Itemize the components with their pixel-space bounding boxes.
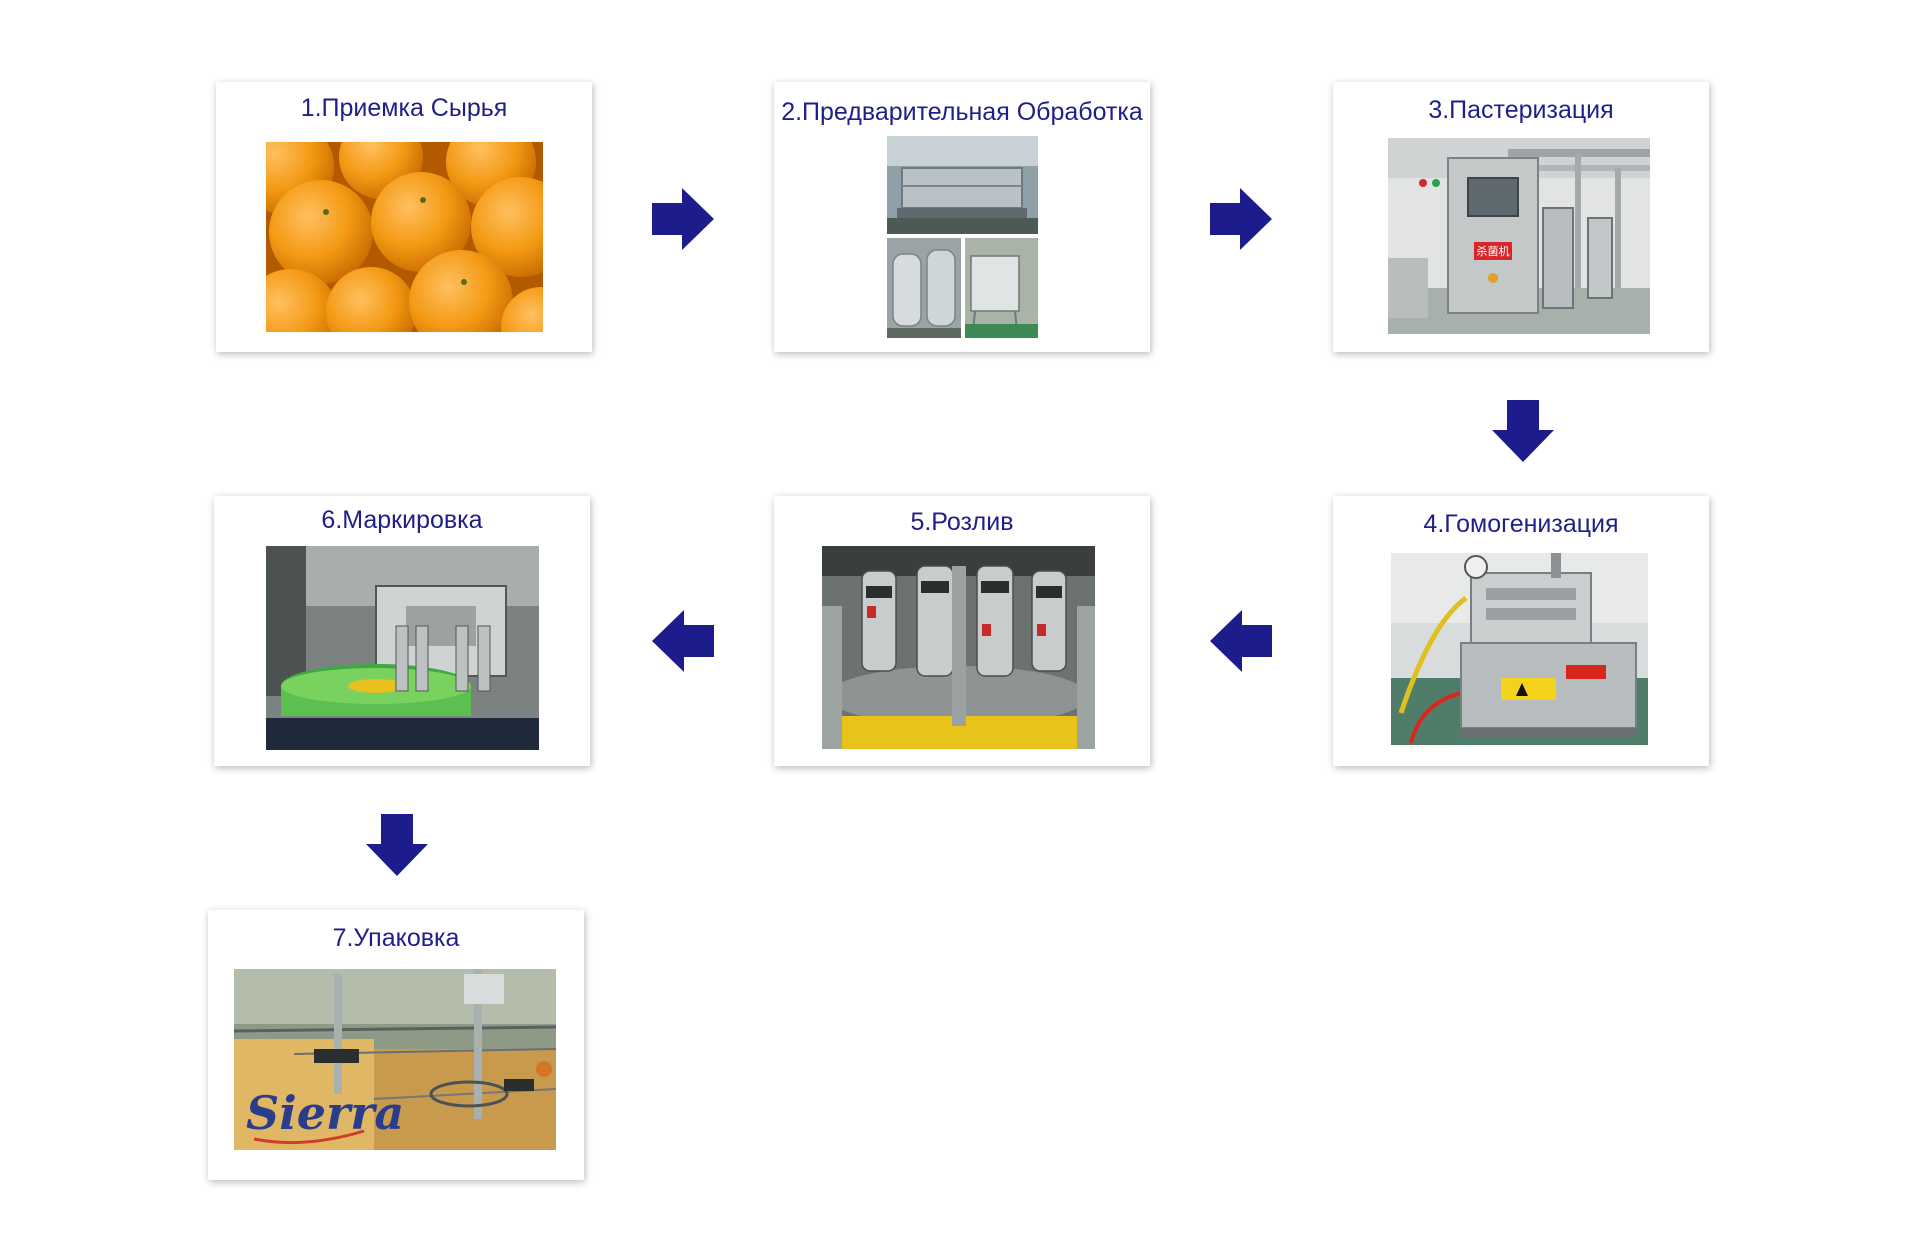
step-title-4: 4.Гомогенизация [1423, 510, 1619, 538]
labeling-machine-photo [266, 546, 539, 750]
arrow-right-icon [652, 188, 714, 250]
step-card-6: 6.Маркировка [214, 496, 590, 766]
arrow-down-3-to-4 [1492, 400, 1554, 462]
pasteurizer-label: 杀菌机 [1477, 244, 1510, 258]
step-title-3: 3.Пастеризация [1428, 96, 1614, 124]
step-card-2: 2.Предварительная Обработка [774, 82, 1150, 352]
packaging-brand-text: Sierra [246, 1086, 404, 1140]
arrow-left-5-to-6 [652, 610, 714, 672]
arrow-left-icon [652, 610, 714, 672]
arrow-down-icon [1492, 400, 1554, 462]
arrow-left-4-to-5 [1210, 610, 1272, 672]
step-card-7: 7.Упаковка Sierra [208, 910, 584, 1180]
filling-machine-photo [822, 546, 1095, 749]
arrow-left-icon [1210, 610, 1272, 672]
step-card-1: 1.Приемка Сырья [216, 82, 592, 352]
oranges-photo [266, 142, 543, 332]
step-title-1: 1.Приемка Сырья [300, 94, 508, 122]
pasteurizer-photo: 杀菌机 [1388, 138, 1650, 334]
arrow-right-2-to-3 [1210, 188, 1272, 250]
arrow-down-icon [366, 814, 428, 876]
step-title-6: 6.Маркировка [321, 506, 483, 534]
step-title-5: 5.Розлив [910, 508, 1014, 536]
homogenizer-photo [1391, 553, 1648, 745]
step-title-2: 2.Предварительная Обработка [781, 98, 1143, 126]
arrow-right-1-to-2 [652, 188, 714, 250]
step-title-7: 7.Упаковка [332, 924, 460, 952]
arrow-down-6-to-7 [366, 814, 428, 876]
step-card-3: 3.Пастеризация 杀菌机 [1333, 82, 1709, 352]
arrow-right-icon [1210, 188, 1272, 250]
pretreatment-equipment-photo [887, 136, 1038, 338]
step-card-5: 5.Розлив [774, 496, 1150, 766]
step-card-4: 4.Гомогенизация [1333, 496, 1709, 766]
packaging-photo: Sierra [234, 969, 556, 1150]
